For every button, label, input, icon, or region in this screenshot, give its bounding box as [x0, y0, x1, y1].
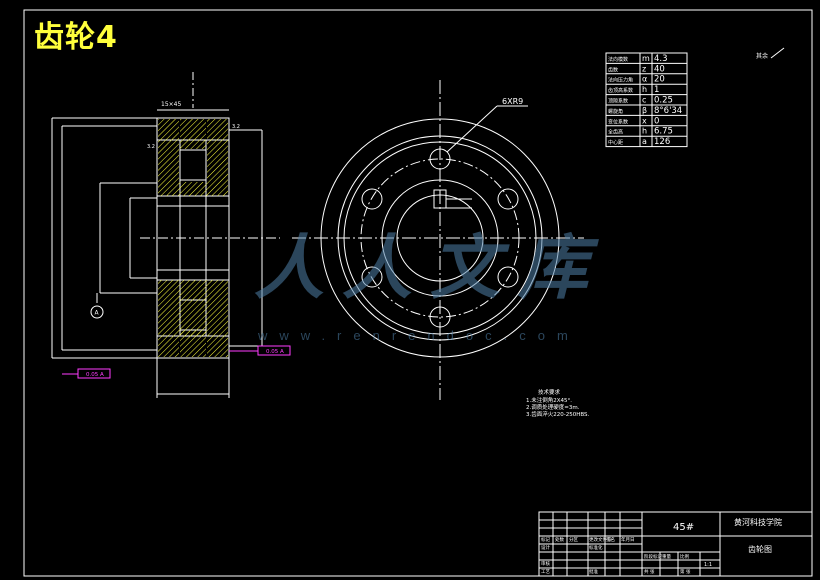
title-cell-15: 第 张 [680, 568, 691, 575]
title-cell-10: 批准 [589, 568, 598, 575]
tolerance-frame-right: 0.05 A [229, 345, 291, 356]
title-cell-1: 处数 [555, 536, 564, 543]
title-cell-13: 比例 [680, 553, 689, 560]
technical-notes: 技术要求 1.未注倒角2X45°. 2.调质处理硬度=3m. 3.齿面淬火220… [526, 388, 590, 418]
svg-text:www.renrendoc.com: www.renrendoc.com [257, 328, 580, 343]
datum-letter: A [95, 310, 100, 317]
hole-leader [446, 105, 498, 153]
param-name-8: 中心距 [608, 139, 623, 146]
rough-label-left: 3.2 [147, 144, 155, 150]
param-value-5: 8°6'34 [654, 106, 682, 116]
param-symbol-7: h [642, 127, 647, 136]
param-value-7: 6.75 [654, 127, 673, 137]
title-cell-9: 工艺 [541, 569, 550, 575]
param-symbol-5: β [642, 106, 647, 115]
param-name-6: 变位系数 [608, 118, 628, 125]
material: 45# [673, 522, 694, 533]
title-cell-8: 审核 [541, 560, 550, 567]
param-value-1: 40 [654, 64, 665, 74]
param-name-4: 顶隙系数 [608, 98, 628, 105]
title-cell-6: 设计 [541, 544, 550, 551]
section-hatching [158, 119, 228, 357]
roughness-note: 其余 [756, 52, 768, 60]
chamfer-label: 15×45 [161, 101, 181, 108]
keyway [433, 189, 472, 209]
datum-symbol [90, 305, 104, 319]
hole-pitch-circle [360, 158, 520, 318]
lightening-holes [361, 148, 519, 328]
param-symbol-3: h [642, 85, 647, 94]
hub-outer-circle [381, 179, 499, 297]
watermark: 人人文库 www.renrendoc.com [254, 229, 606, 343]
title-block-text: 45# 黄河科技学院 齿轮图 1:1 标记 处数 分区 更改文件号 签名 年月日… [541, 517, 782, 575]
rough-label-right: 3.2 [232, 124, 240, 130]
sheet-frame [23, 9, 813, 577]
title-cell-14: 共 张 [644, 568, 655, 575]
param-symbol-2: α [642, 75, 647, 84]
bore [156, 205, 230, 271]
param-name-2: 法向压力角 [608, 77, 633, 84]
scale-value: 1:1 [704, 562, 712, 568]
param-value-6: 0 [654, 116, 659, 126]
title-cell-2: 分区 [569, 536, 578, 543]
title-cell-5: 年月日 [621, 536, 635, 543]
title-block [538, 511, 813, 577]
note-line-1: 2.调质处理硬度=3m. [526, 403, 580, 411]
title-cell-7: 标准化 [589, 544, 603, 551]
param-value-0: 4.3 [654, 54, 668, 64]
param-name-5: 螺旋角 [608, 108, 623, 115]
title-cell-3: 更改文件号 [589, 536, 612, 543]
svg-text:人人文库: 人人文库 [254, 229, 606, 307]
title-cell-12: 重量 [662, 553, 671, 560]
param-symbol-1: z [642, 64, 646, 73]
web-hole-top [179, 149, 207, 181]
param-name-3: 齿顶高系数 [608, 87, 633, 94]
param-name-7: 全齿高 [608, 129, 623, 136]
front-view [292, 80, 584, 400]
param-name-1: 齿数 [608, 66, 618, 73]
svg-text:0.05 A: 0.05 A [266, 349, 284, 355]
param-name-0: 法向模数 [608, 56, 628, 63]
root-circle [337, 135, 543, 341]
param-symbol-4: c [642, 96, 646, 105]
param-symbol-0: m [642, 54, 650, 63]
drawing-name: 齿轮图 [748, 544, 772, 554]
svg-text:技术要求: 技术要求 [538, 388, 561, 396]
param-value-8: 126 [654, 137, 670, 147]
param-value-4: 0.25 [654, 96, 673, 106]
param-value-3: 1 [654, 85, 659, 95]
param-symbol-8: a [642, 137, 647, 146]
tolerance-frame-bottom: 0.05 A [62, 368, 111, 379]
title-cell-11: 阶段标记 [644, 553, 662, 560]
note-line-0: 1.未注倒角2X45°. [526, 396, 572, 404]
param-value-2: 20 [654, 75, 665, 85]
sheet-title: 齿轮4 [34, 20, 118, 55]
svg-text:0.05 A: 0.05 A [86, 372, 104, 378]
bore-circle [396, 194, 484, 282]
rim-inner-circle [343, 141, 537, 335]
school-name: 黄河科技学院 [734, 517, 782, 527]
title-cell-0: 标记 [541, 536, 550, 543]
title-cell-4: 签名 [606, 536, 615, 543]
param-symbol-6: x [642, 116, 647, 125]
note-line-2: 3.齿面淬火220-250HBS. [526, 410, 590, 418]
hole-callout: 6XR9 [502, 97, 523, 106]
tip-circle [320, 118, 560, 358]
